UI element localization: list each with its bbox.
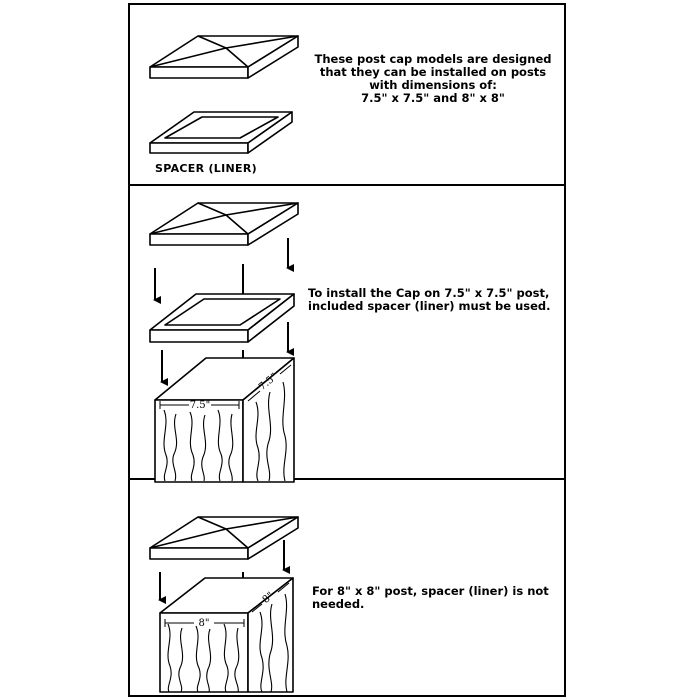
post-cap-drawing-1 <box>149 35 299 79</box>
panel-divider-1 <box>128 184 566 186</box>
instruction-line-2: included spacer (liner) must be used. <box>308 299 551 313</box>
post-cap-drawing-3 <box>149 516 299 560</box>
description-line-2: that they can be installed on posts <box>319 65 547 79</box>
post-drawing-8 <box>159 577 294 693</box>
dimension-label-front-1: 7.5" <box>190 400 211 411</box>
description-line-3: with dimensions of: <box>369 78 497 92</box>
dimension-label-front-2: 8" <box>199 618 210 629</box>
panel-3-instruction: For 8" x 8" post, spacer (liner) is not … <box>312 585 562 611</box>
instruction-line-2: needed. <box>312 597 365 611</box>
dimension-lines-post-1 <box>159 364 292 409</box>
wood-grain-post-1 <box>163 381 287 482</box>
description-line-1: These post cap models are designed <box>314 52 552 66</box>
wood-grain-post-2 <box>167 593 289 693</box>
dimension-label-side-2: 8" <box>261 590 276 605</box>
spacer-liner-drawing-2 <box>149 293 295 343</box>
spacer-liner-drawing <box>149 111 293 154</box>
panel-1-description: These post cap models are designed that … <box>306 53 560 105</box>
instruction-line-1: To install the Cap on 7.5" x 7.5" post, <box>308 286 550 300</box>
post-cap-drawing-2 <box>149 202 299 246</box>
description-line-4: 7.5" x 7.5" and 8" x 8" <box>361 91 505 105</box>
install-arrows-cap-to-spacer <box>153 238 294 304</box>
outer-frame <box>128 3 566 697</box>
panel-2-instruction: To install the Cap on 7.5" x 7.5" post, … <box>308 287 564 313</box>
dimension-lines-post-2 <box>164 582 290 627</box>
spacer-label: SPACER (LINER) <box>155 162 257 175</box>
post-drawing-7-5 <box>154 357 295 483</box>
panel-divider-2 <box>128 478 566 480</box>
instruction-line-1: For 8" x 8" post, spacer (liner) is not <box>312 584 549 598</box>
